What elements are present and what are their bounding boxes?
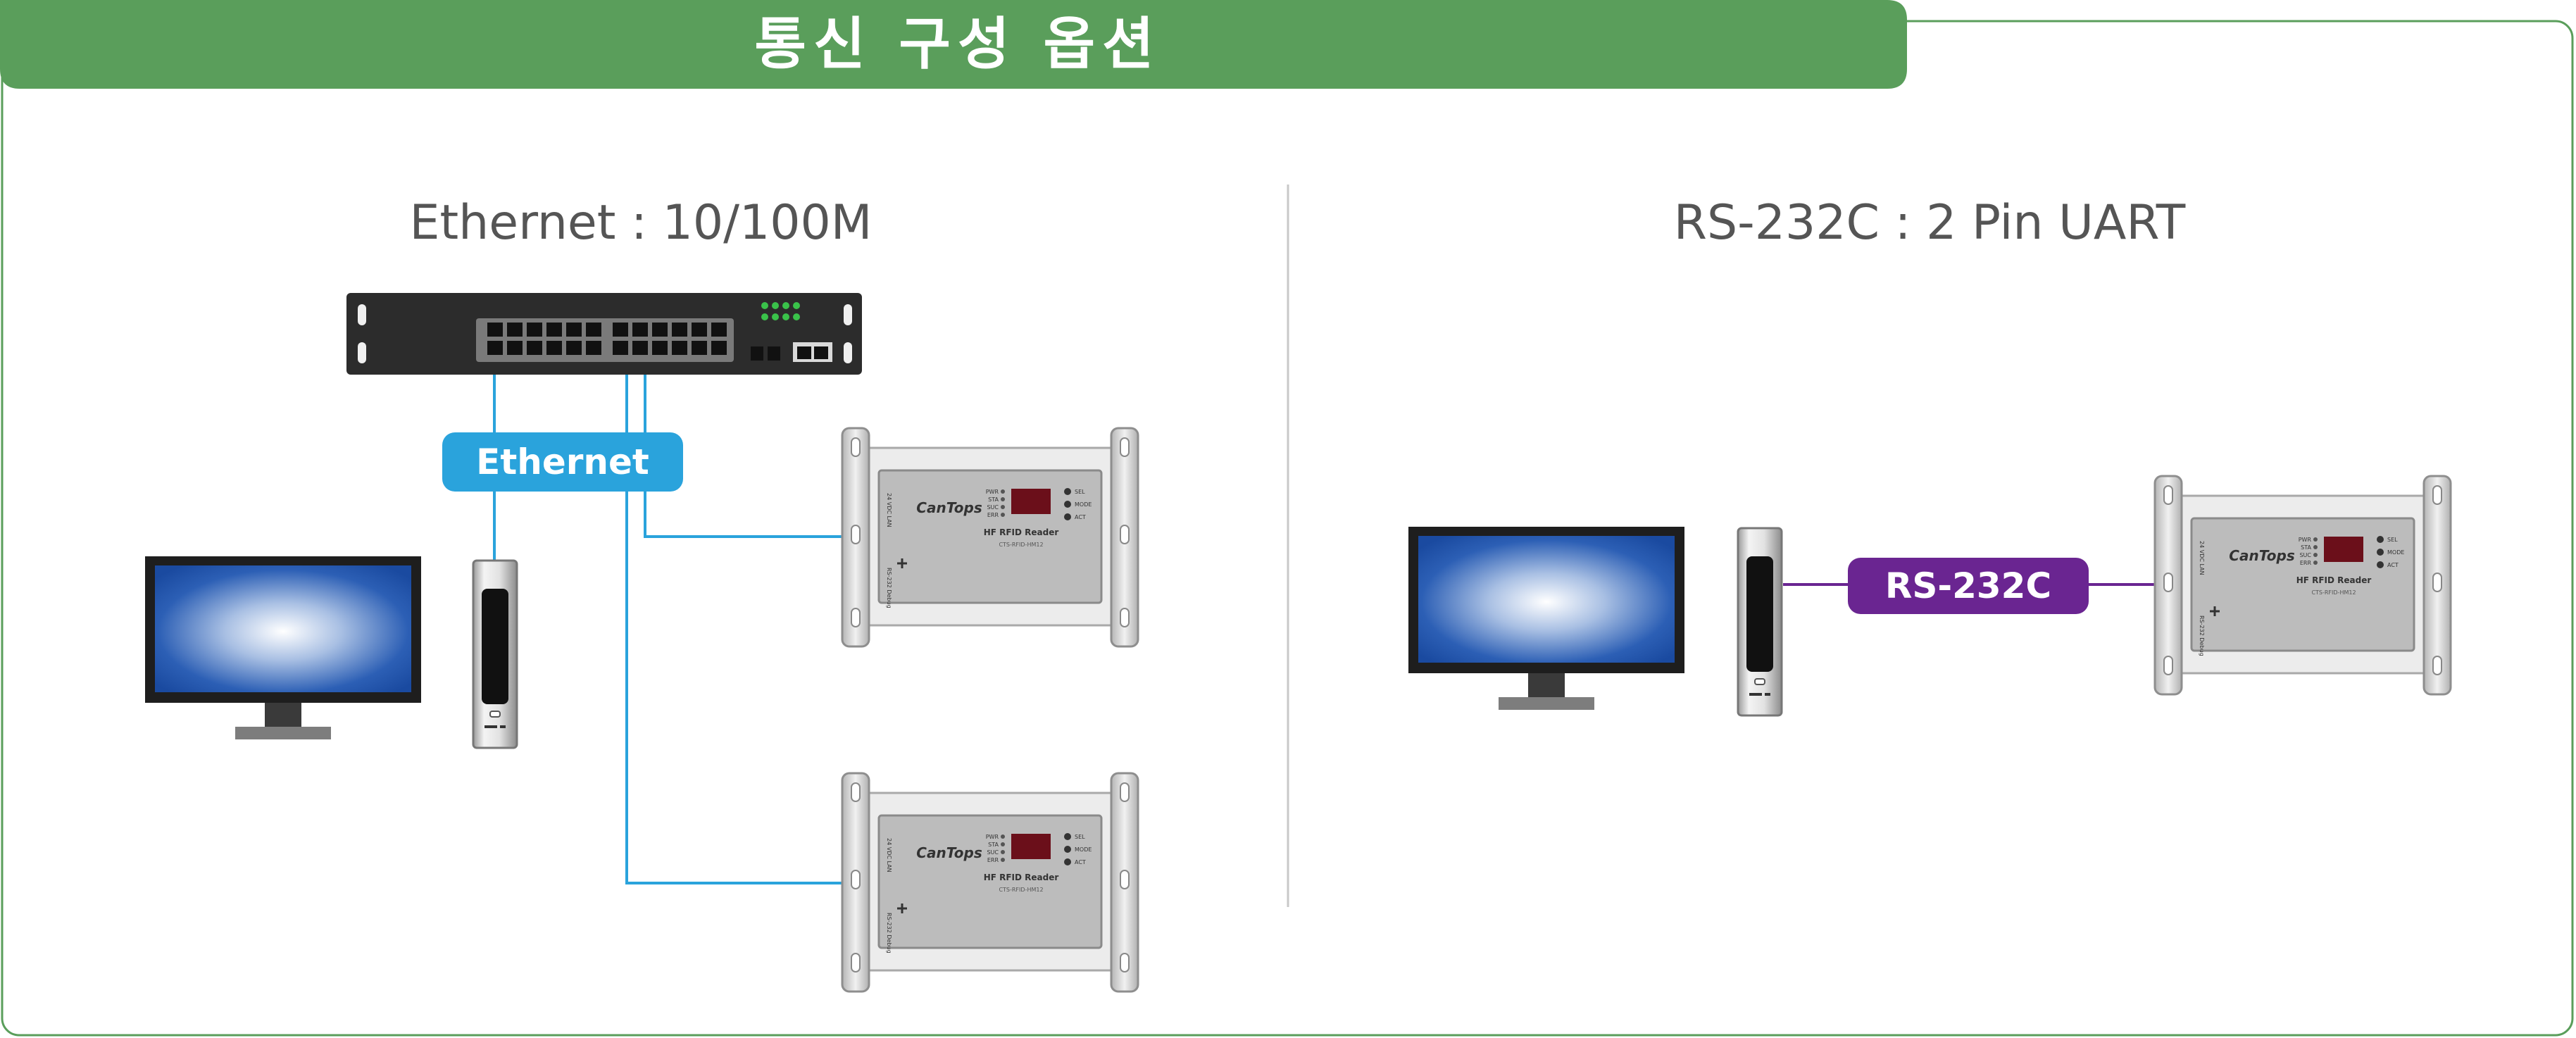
switch-port (586, 341, 601, 355)
switch-port (613, 341, 628, 355)
led-label: ERR (987, 857, 999, 863)
switch-port (487, 323, 503, 337)
switch-port (566, 341, 582, 355)
rs232-heading: RS-232C : 2 Pin UART (1673, 195, 2186, 251)
switch-port (692, 341, 707, 355)
switch-port (632, 323, 648, 337)
led-label: STA (2301, 544, 2311, 551)
brand-label: CanTops (916, 499, 982, 516)
brand-label: CanTops (2229, 547, 2295, 564)
model-label: CTS-RFID-HM12 (999, 887, 1043, 893)
switch-port (613, 323, 628, 337)
port-label: RS-232 Debug (886, 568, 892, 608)
ethernet-heading: Ethernet : 10/100M (409, 195, 873, 251)
tower-pc-ethernet (472, 559, 518, 749)
led-label: STA (988, 842, 999, 848)
rfid-reader-3 (2153, 475, 2452, 696)
switch-port (711, 341, 727, 355)
title-banner (0, 0, 1907, 89)
led-label: ERR (2300, 560, 2312, 566)
switch-port (487, 341, 503, 355)
switch-port (507, 341, 523, 355)
switch-port (632, 341, 648, 355)
led-label: MODE (2387, 549, 2404, 556)
switch-port (672, 323, 687, 337)
led-label: MODE (1075, 846, 1092, 853)
led-label: PWR (986, 489, 999, 495)
device-name-label: HF RFID Reader (984, 527, 1059, 537)
rfid-reader-2 (841, 772, 1139, 993)
switch-port (507, 323, 523, 337)
led-label: ACT (2387, 562, 2399, 568)
led-label: STA (988, 496, 999, 503)
switch-port (692, 323, 707, 337)
device-name-label: HF RFID Reader (2296, 575, 2372, 585)
switch-port (566, 323, 582, 337)
port-label: 24 VDC LAN (2199, 541, 2205, 575)
port-label: RS-232 Debug (2199, 615, 2205, 656)
switch-port (546, 323, 562, 337)
led-label: ACT (1075, 514, 1086, 520)
led-label: PWR (2299, 537, 2312, 543)
switch-port (586, 323, 601, 337)
led-label: PWR (986, 834, 999, 840)
port-label: 24 VDC LAN (886, 493, 892, 527)
switch-port (652, 341, 668, 355)
model-label: CTS-RFID-HM12 (999, 542, 1043, 548)
tower-pc-rs232 (1737, 527, 1783, 717)
network-switch (346, 293, 862, 375)
rs232-link-label: RS-232C (1848, 558, 2089, 614)
led-label: SUC (2299, 552, 2311, 558)
device-name-label: HF RFID Reader (984, 873, 1059, 882)
switch-port (527, 341, 542, 355)
banner-title: 통신 구성 옵션 (754, 11, 1161, 77)
led-label: ERR (987, 512, 999, 518)
brand-label: CanTops (916, 844, 982, 861)
rfid-reader-1 (841, 427, 1139, 648)
led-label: MODE (1075, 501, 1092, 508)
model-label: CTS-RFID-HM12 (2311, 589, 2356, 596)
led-label: SEL (1075, 489, 1085, 495)
ethernet-link-label: Ethernet (442, 432, 683, 492)
switch-port (672, 341, 687, 355)
switch-port (546, 341, 562, 355)
switch-port (527, 323, 542, 337)
port-label: 24 VDC LAN (886, 838, 892, 873)
led-label: SEL (1075, 834, 1085, 840)
port-label: RS-232 Debug (886, 913, 892, 953)
led-label: SEL (2387, 537, 2398, 543)
switch-port (652, 323, 668, 337)
led-label: SUC (987, 849, 999, 856)
led-label: ACT (1075, 859, 1086, 865)
led-label: SUC (987, 504, 999, 511)
switch-port (711, 323, 727, 337)
